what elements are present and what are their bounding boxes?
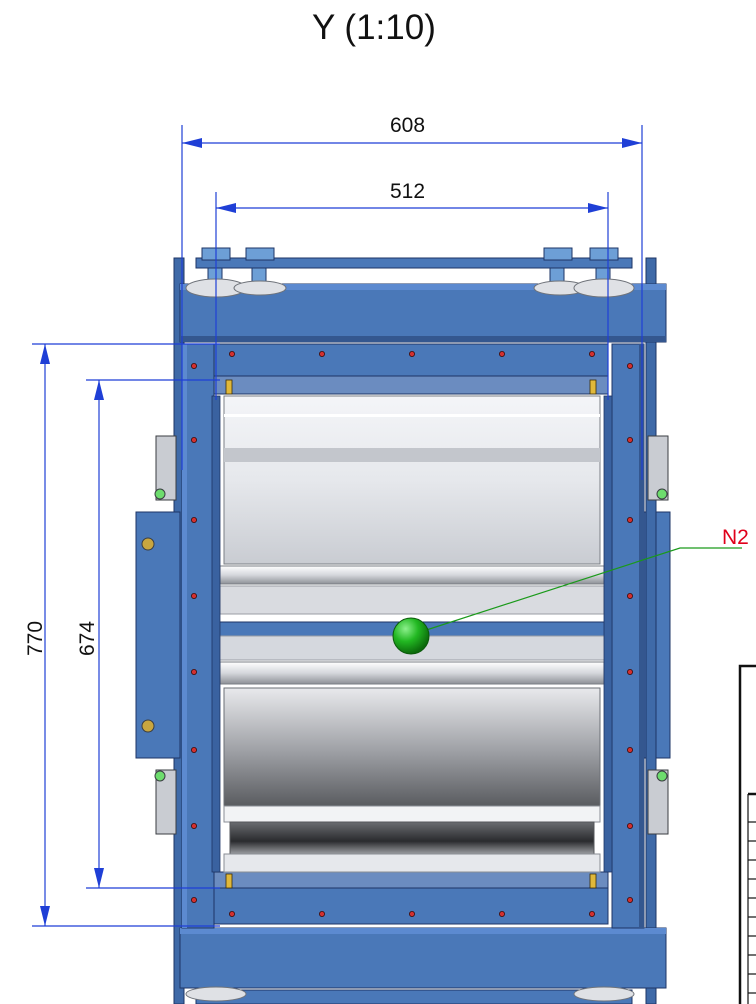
- view-title: Y (1:10): [312, 8, 436, 47]
- dimension-outer-height: [32, 343, 220, 927]
- dimension-inner-width: [215, 192, 609, 400]
- dim-inner-height-label: 674: [76, 621, 99, 656]
- left-post: [181, 343, 215, 929]
- dimension-inner-height: [86, 379, 220, 889]
- title-block: [738, 664, 756, 1004]
- dimension-outer-width: [181, 125, 643, 480]
- left-bracket: [135, 511, 181, 759]
- lower-roller-dark-band: [229, 821, 595, 855]
- bottom-cross-rail: [211, 887, 609, 925]
- right-side-clamps: [647, 435, 669, 835]
- top-fasteners: [201, 247, 619, 285]
- callout-ball-icon: [392, 617, 430, 655]
- callout-tag-label: N2: [722, 526, 749, 549]
- dim-outer-width-label: 608: [390, 114, 425, 137]
- left-side-clamps: [141, 435, 177, 835]
- upper-shaft: [219, 565, 605, 585]
- callout-n2: [392, 547, 742, 655]
- bottom-beam: [179, 927, 667, 989]
- rail-bolts: [190, 350, 634, 918]
- lower-shaft: [219, 661, 605, 685]
- top-cross-rail: [211, 343, 609, 377]
- top-tie-bar: [195, 257, 633, 269]
- dim-outer-height-label: 770: [24, 621, 47, 656]
- upper-roller: [223, 395, 601, 565]
- dim-inner-width-label: 512: [390, 180, 425, 203]
- frame-assembly: [135, 247, 671, 1004]
- lower-roller: [223, 687, 601, 807]
